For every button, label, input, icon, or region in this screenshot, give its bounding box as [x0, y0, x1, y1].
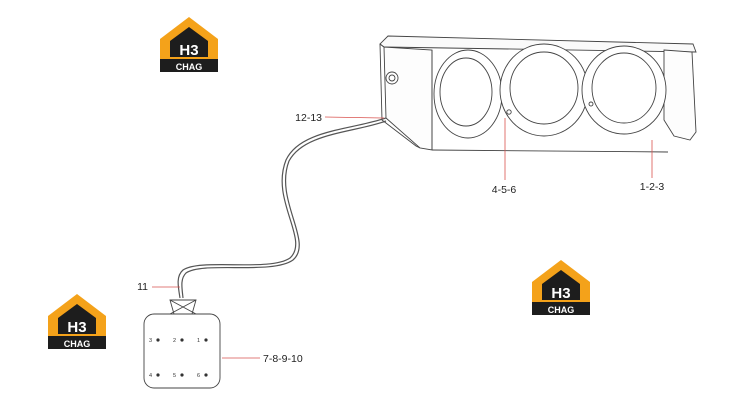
brand-logo: H3 CHAG	[532, 260, 590, 315]
pin-label: 2	[173, 338, 176, 344]
callout-harness: 12-13	[295, 112, 322, 124]
brand-logo: H3 CHAG	[48, 294, 106, 349]
callout-connector: 7-8-9-10	[263, 353, 303, 365]
connector	[143, 299, 221, 389]
callout-cable: 11	[137, 281, 148, 293]
pin-label: 5	[173, 373, 176, 379]
connector-pins: 3 2 1 4 5 6	[149, 338, 208, 379]
pin-label: 1	[197, 338, 200, 344]
callout-fasteners: 4-5-6	[492, 184, 517, 196]
cable	[177, 117, 387, 299]
brand-logo: H3 CHAG	[160, 17, 218, 72]
pin-label: 6	[197, 373, 200, 379]
lamp-housing	[379, 35, 697, 153]
pin-label: 4	[149, 373, 152, 379]
svg-text:CHAG: CHAG	[548, 305, 575, 315]
callout-lamp: 1-2-3	[640, 181, 665, 193]
svg-text:H3: H3	[67, 319, 86, 336]
leader-lines	[152, 116, 653, 359]
svg-text:CHAG: CHAG	[64, 339, 91, 349]
svg-text:H3: H3	[179, 42, 198, 59]
svg-text:H3: H3	[551, 285, 570, 302]
svg-text:CHAG: CHAG	[176, 62, 203, 72]
pin-label: 3	[149, 338, 152, 344]
